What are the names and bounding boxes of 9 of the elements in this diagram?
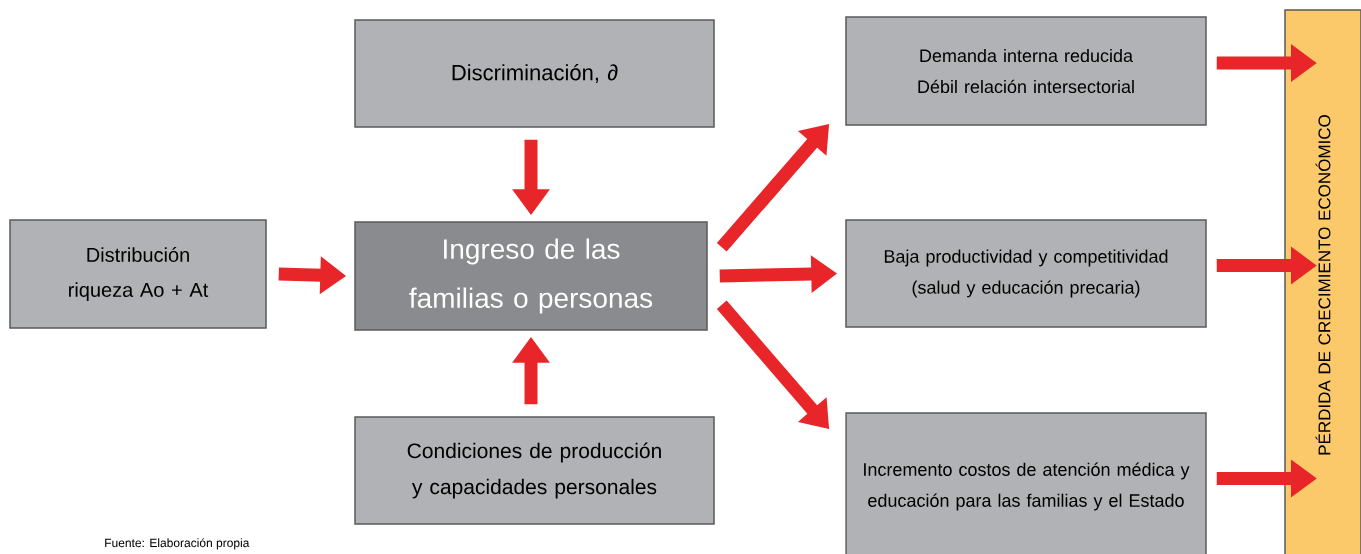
process-box: Baja productividad y competitividad (salud y educación precaria) [845,219,1207,328]
process-box: Distribución riqueza Ao + At [9,219,267,329]
process-box: Ingreso de las familias o personas [354,221,708,331]
process-box: Condiciones de producción y capacidades personales [354,416,715,525]
process-box: Discriminación, ∂ [354,19,715,128]
source-note: Fuente: Elaboración propia [105,538,250,550]
process-box: Demanda interna reducida Débil relación intersectorial [845,16,1207,126]
process-box: Incremento costos de atención médica y educación para las familias y el Estado [845,412,1207,554]
vertical-band: PÉRDIDA DE CRECIMIENTO ECONÓMICO [1284,9,1361,554]
